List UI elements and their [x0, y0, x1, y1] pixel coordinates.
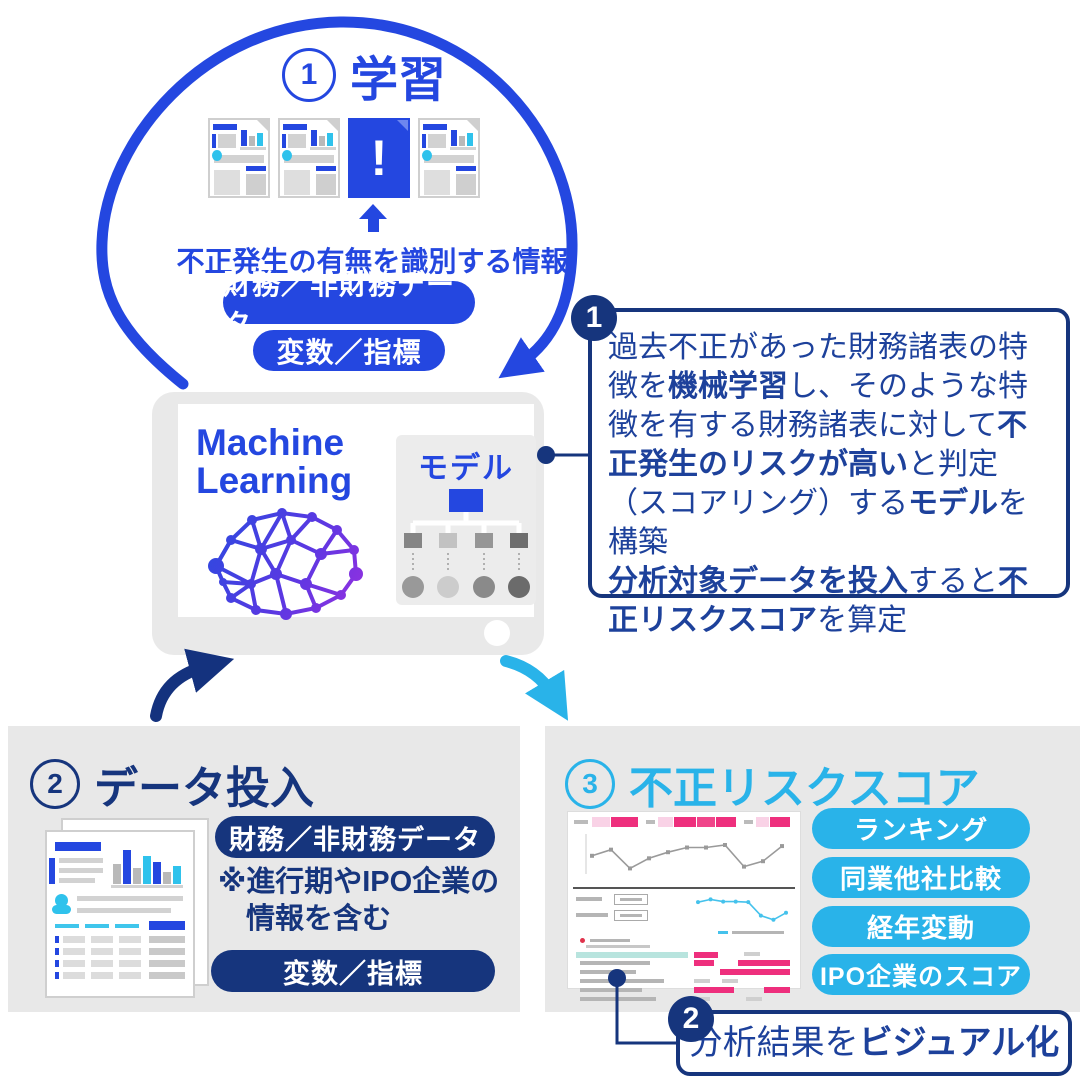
pill-financial-data-learning: 財務／非財務データ: [223, 269, 475, 340]
machine-learning-label: Machine Learning: [196, 422, 353, 501]
score-line-chart: [696, 897, 788, 922]
learning-title: 学習: [350, 54, 447, 107]
model-panel: モデル: [396, 435, 536, 605]
circled-number-1: 1: [282, 48, 336, 102]
score-output-arrow: [500, 655, 569, 721]
trend-line-chart: [585, 834, 784, 874]
callout-2-text: 分析結果をビジュアル化: [688, 1023, 1060, 1062]
financial-report-icon: [208, 118, 270, 198]
data-input-title: データ投入: [94, 764, 314, 813]
callout-1-text: 過去不正があった財務諸表の特徴を機械学習し、そのような特徴を有する財務諸表に対し…: [608, 331, 1028, 637]
callout-2-badge: 2: [668, 996, 714, 1042]
tablet-device: Machine Learning: [152, 392, 544, 655]
risk-score-box: 3 不正リスクスコア: [545, 726, 1080, 1012]
decision-tree-icon: [402, 489, 530, 598]
pill-financial-data-input: 財務／非財務データ: [215, 816, 495, 858]
pill-yearly-change: 経年変動: [812, 906, 1030, 947]
callout-2-box: 分析結果をビジュアル化: [676, 1010, 1072, 1076]
training-documents: !: [208, 118, 480, 198]
circled-number-3: 3: [565, 759, 615, 809]
data-input-header: 2 データ投入: [30, 752, 314, 816]
learning-header: 1 学習: [282, 40, 446, 110]
callout-1-badge: 1: [571, 295, 617, 341]
risk-score-title: 不正リスクスコア: [629, 764, 980, 813]
financial-report-icon: [418, 118, 480, 198]
pill-variables-learning: 変数／指標: [253, 330, 445, 371]
report-document-icon: [45, 818, 210, 998]
financial-report-icon: [278, 118, 340, 198]
data-input-box: 2 データ投入: [8, 726, 520, 1012]
neural-brain-icon: [208, 508, 363, 620]
tablet-home-button: [484, 620, 510, 646]
pill-variables-input: 変数／指標: [211, 950, 495, 992]
pill-ranking: ランキング: [812, 808, 1030, 849]
note-ipo: ※進行期やIPO企業の 情報を含む: [218, 866, 500, 935]
up-arrow-icon: [359, 204, 387, 232]
fraud-alert-document-icon: !: [348, 118, 410, 198]
model-label: モデル: [418, 452, 514, 485]
pill-peer-comparison: 同業他社比較: [812, 857, 1030, 898]
circled-number-2: 2: [30, 759, 80, 809]
dashboard-screenshot: [568, 812, 800, 1001]
callout-1-box: 過去不正があった財務諸表の特徴を機械学習し、そのような特徴を有する財務諸表に対し…: [588, 308, 1070, 637]
data-input-arrow: [150, 648, 235, 722]
risk-score-header: 3 不正リスクスコア: [565, 752, 980, 816]
tablet-screen: Machine Learning: [178, 404, 536, 620]
pill-ipo-score: IPO企業のスコア: [812, 954, 1030, 995]
